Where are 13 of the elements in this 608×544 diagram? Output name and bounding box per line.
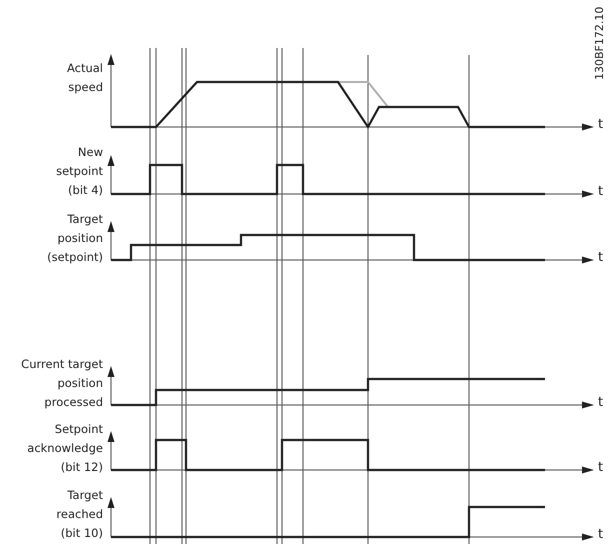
time-axis-label: t bbox=[598, 185, 604, 199]
signal-name: Setpoint acknowledge (bit 12) bbox=[26, 421, 103, 476]
signal-name: Actual speed bbox=[66, 60, 103, 96]
time-axis-label: t bbox=[598, 251, 604, 265]
signal-name: Current target position processed bbox=[20, 356, 103, 411]
time-axis-label: t bbox=[598, 396, 604, 410]
signal-name: Target position (setpoint) bbox=[46, 211, 103, 266]
time-axis-label: t bbox=[598, 118, 604, 132]
drawing-number: 130BF172.10 bbox=[594, 6, 606, 80]
signal-name: Target reached (bit 10) bbox=[55, 487, 103, 542]
time-axis-label: t bbox=[598, 528, 604, 542]
time-axis-label: t bbox=[598, 461, 604, 475]
signal-name: New setpoint (bit 4) bbox=[55, 144, 103, 199]
